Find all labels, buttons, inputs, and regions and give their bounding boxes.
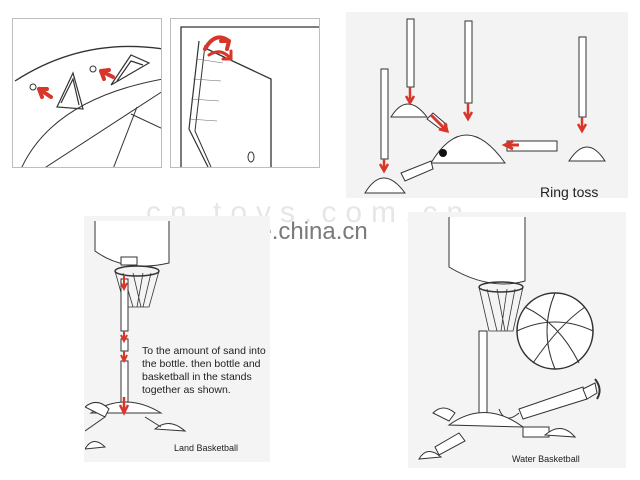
bracket-attach-illustration (14, 45, 161, 167)
backboard-mount-illustration (180, 26, 319, 167)
land-basketball-illustration (85, 221, 187, 450)
step-panel-land-basketball (84, 216, 270, 462)
basketball-icon (516, 292, 594, 370)
ring-toss-illustration (364, 18, 606, 194)
ring-toss-caption: Ring toss (540, 184, 599, 200)
land-basketball-caption: Land Basketball (174, 443, 239, 453)
sand-instructions: To the amount of sand into the bottle. t… (142, 345, 266, 396)
water-basketball-caption: Water Basketball (512, 454, 580, 464)
step-panel-bracket-attach (12, 18, 162, 168)
red-arrow-icon (118, 275, 130, 416)
air-pump-icon (498, 378, 601, 420)
red-arrow-icon (378, 87, 588, 174)
step-panel-water-basketball (408, 212, 626, 468)
hoop-net-icon (478, 281, 524, 332)
red-arrow-icon (203, 35, 233, 61)
step-panel-ring-toss (346, 12, 628, 198)
water-basketball-illustration (418, 217, 601, 460)
step-panel-backboard-mount (170, 18, 320, 168)
red-arrow-icon (37, 68, 115, 99)
